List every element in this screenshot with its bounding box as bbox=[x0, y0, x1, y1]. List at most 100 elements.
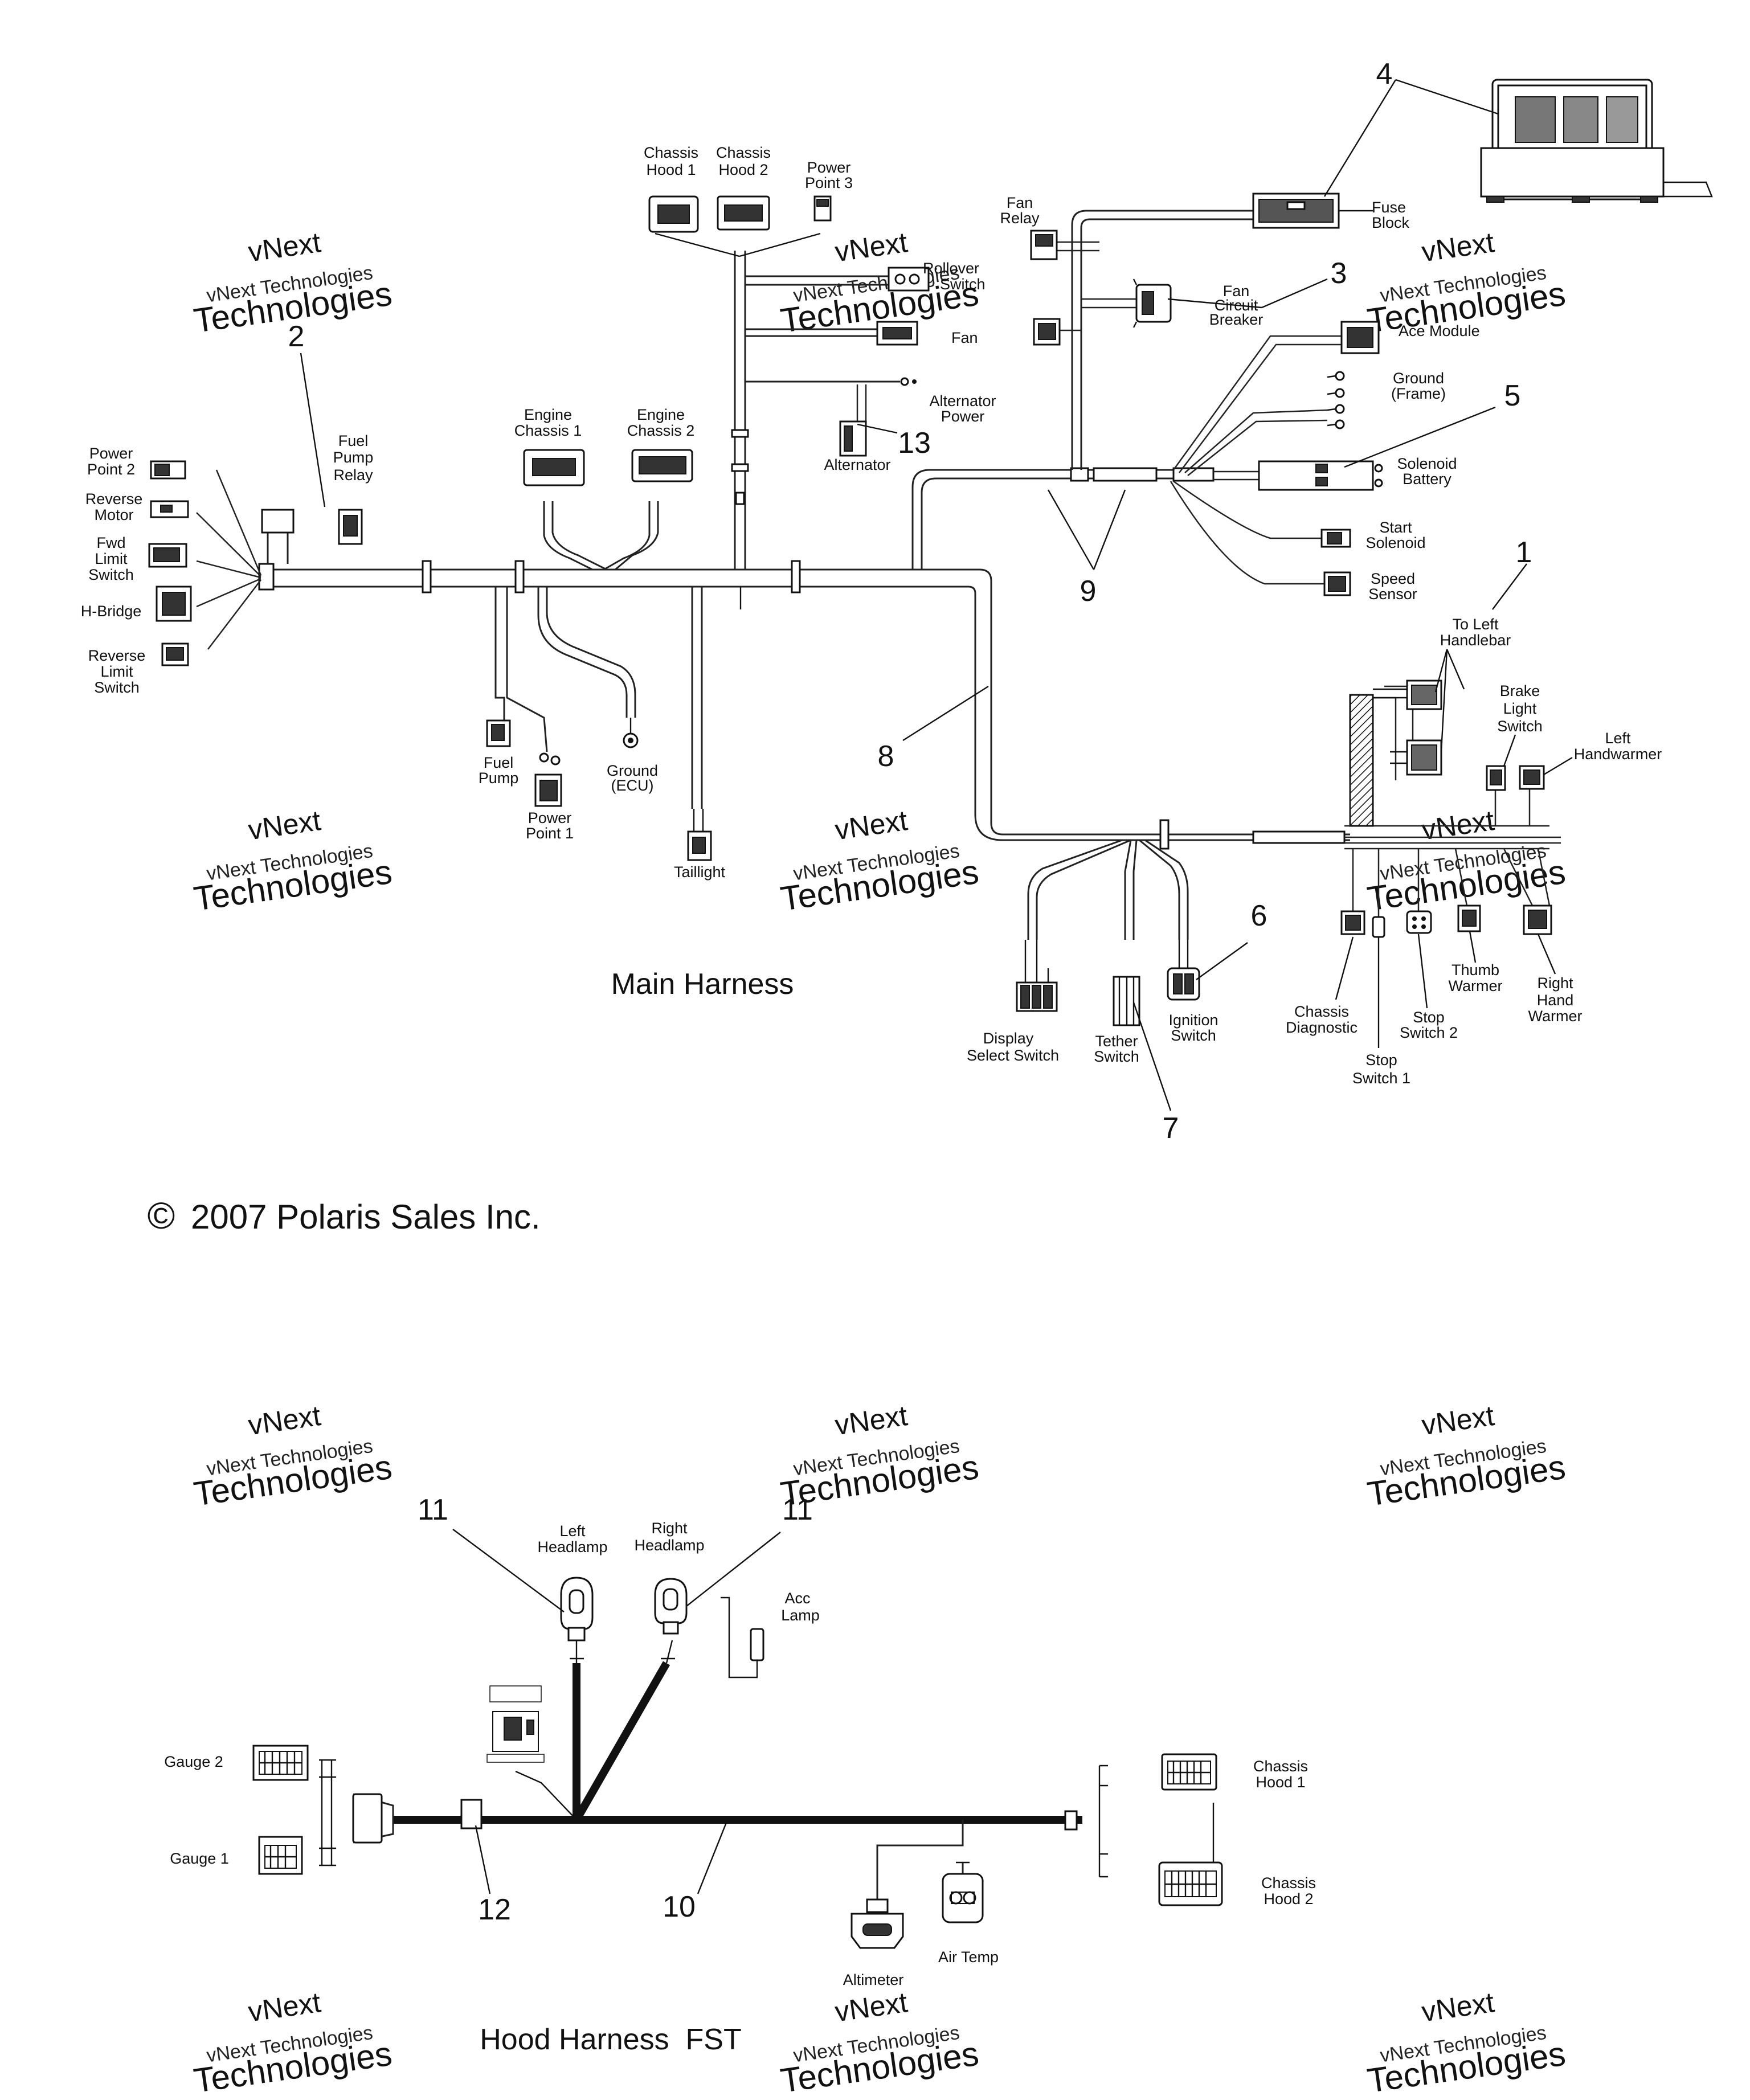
left-fanout bbox=[196, 578, 261, 608]
trunk-clip bbox=[731, 429, 749, 438]
connector-ground-ecu bbox=[623, 718, 639, 748]
label-alternator: Alternator bbox=[824, 456, 890, 473]
leader-brake bbox=[1503, 734, 1516, 767]
main-trunk bbox=[259, 586, 1350, 841]
watermark-text: vNext bbox=[833, 1399, 909, 1441]
branch-tether bbox=[1132, 840, 1138, 940]
connector-alternator-power bbox=[900, 377, 917, 386]
branch-chassis-hood bbox=[655, 232, 740, 257]
connector-power-point-1 bbox=[534, 752, 562, 807]
connector-ground-frame bbox=[1327, 371, 1345, 429]
watermark-text: vNext bbox=[246, 1986, 322, 2028]
copyright-symbol: © bbox=[148, 1194, 175, 1237]
watermark-text: vNext bbox=[1420, 226, 1496, 268]
connector-reverse-limit-switch bbox=[161, 642, 189, 666]
callout-11: 11 bbox=[418, 1493, 448, 1526]
gauge-bracket bbox=[321, 1760, 333, 1865]
connector-fan-circuit-breaker bbox=[1132, 279, 1172, 328]
branch-speed-sensor bbox=[1170, 481, 1324, 585]
left-fanout bbox=[215, 469, 262, 576]
connector-chassis-diagnostic bbox=[1340, 910, 1365, 935]
handlebar-sleeve bbox=[1349, 694, 1374, 827]
branch-engine-chassis bbox=[543, 501, 593, 571]
main-harness-connectors bbox=[148, 79, 1713, 1026]
leader-stop-2 bbox=[1417, 934, 1428, 1009]
watermark: vNext vNext Technologies Technologies bbox=[191, 804, 394, 918]
trunk-clip bbox=[514, 560, 525, 593]
branch-fan-relay bbox=[1054, 241, 1099, 252]
label-altimeter: Altimeter bbox=[843, 1971, 904, 1988]
watermark: vNext vNext Technologies Technologies bbox=[1365, 1986, 1568, 2100]
watermark-text: vNext bbox=[1420, 1399, 1496, 1441]
connector-fan-relay bbox=[1030, 230, 1058, 260]
callout-11: 11 bbox=[782, 1493, 813, 1526]
connector-h-bridge bbox=[156, 586, 192, 622]
connector-gauge-1 bbox=[258, 1836, 303, 1875]
connector-stop-switch-2 bbox=[1406, 910, 1432, 934]
watermark-text: vNext bbox=[833, 804, 909, 846]
branch-engine-chassis bbox=[551, 501, 607, 571]
branch-fuel-pump bbox=[506, 587, 548, 752]
leader-9 bbox=[1047, 489, 1095, 570]
hood-harness-leaders bbox=[452, 1529, 781, 1894]
connector-left-handwarmer bbox=[1519, 765, 1545, 790]
branch-right-upper bbox=[921, 477, 1191, 570]
connector-engine-chassis-2 bbox=[631, 449, 693, 482]
harness-sleeve bbox=[1093, 467, 1158, 482]
connector-fan-relay-2 bbox=[1033, 318, 1061, 346]
branch-alternator bbox=[856, 384, 867, 421]
watermark-text: vNext bbox=[833, 1986, 909, 2028]
hood-clip bbox=[460, 1799, 483, 1829]
label-gauge-2: Gauge 2 bbox=[164, 1753, 223, 1770]
branch-fuse-block bbox=[1080, 218, 1253, 470]
watermark-text: vNext bbox=[833, 226, 909, 268]
leader-10 bbox=[697, 1822, 727, 1894]
connector-engine-chassis-1 bbox=[523, 449, 585, 486]
connector-stop-switch-1 bbox=[1372, 916, 1385, 938]
callout-2: 2 bbox=[288, 320, 305, 353]
hood-branch-relay bbox=[515, 1770, 577, 1820]
watermark-text: vNext bbox=[246, 226, 322, 268]
connector-speed-sensor bbox=[1323, 571, 1351, 596]
label-gauge-1: Gauge 1 bbox=[170, 1850, 229, 1867]
trunk-clip bbox=[731, 463, 749, 472]
connector-left-headlamp bbox=[560, 1577, 594, 1641]
connector-altimeter bbox=[851, 1898, 904, 1949]
connector-fwd-limit-switch bbox=[148, 543, 187, 568]
label-ground-ecu: Ground(ECU) bbox=[607, 762, 658, 794]
connector-power-point-3 bbox=[813, 195, 832, 222]
trunk-clip bbox=[1159, 819, 1170, 850]
copyright-text: 2007 Polaris Sales Inc. bbox=[191, 1198, 541, 1236]
main-harness-callouts: 2 4 3 5 13 9 8 1 6 7 bbox=[288, 58, 1532, 1145]
branch-engine-chassis bbox=[615, 501, 659, 571]
branch-display-select bbox=[1027, 839, 1123, 940]
connector-hood-chassis-hood-1 bbox=[1161, 1753, 1217, 1791]
handlebar-bundle bbox=[1344, 825, 1561, 850]
trunk-end-cap bbox=[258, 563, 275, 591]
hood-harness-connectors bbox=[252, 1577, 1223, 1949]
leader-1 bbox=[1434, 649, 1448, 693]
connector-gauge-2 bbox=[252, 1745, 309, 1781]
hood-harness-wires bbox=[319, 1597, 1215, 1900]
leader-4 bbox=[1395, 79, 1499, 115]
leader-5 bbox=[1344, 406, 1496, 468]
leader-9 bbox=[1093, 489, 1126, 570]
hood-branch-altimeter bbox=[876, 1820, 964, 1900]
branch-ace-module bbox=[1179, 343, 1342, 473]
leader-1 bbox=[1440, 649, 1448, 752]
watermark-text: vNext bbox=[246, 804, 322, 846]
connector-taillight bbox=[687, 809, 712, 861]
branch-brake-light bbox=[1494, 789, 1531, 826]
